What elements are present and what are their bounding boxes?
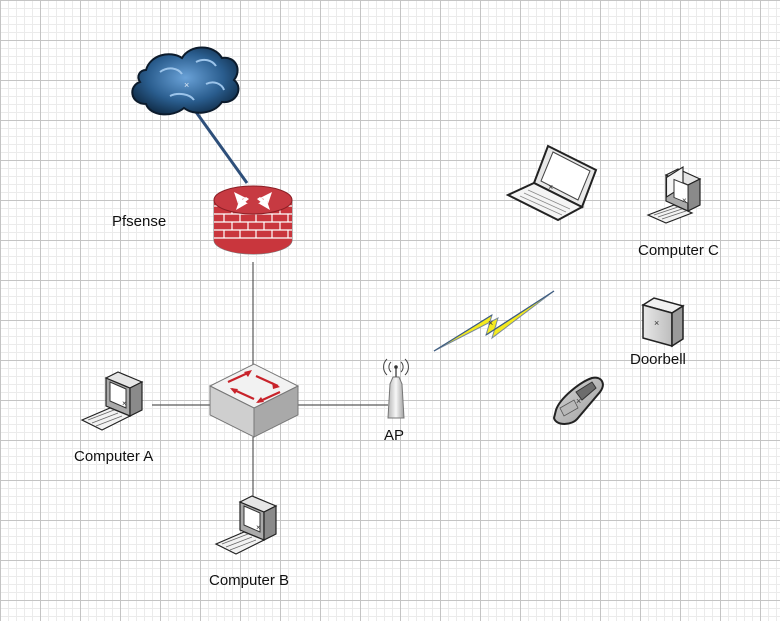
laptop-icon: × bbox=[505, 144, 598, 222]
svg-text:×: × bbox=[682, 196, 687, 205]
svg-text:×: × bbox=[576, 396, 581, 406]
access-point-icon bbox=[383, 358, 409, 419]
doorbell-device-icon: × bbox=[641, 297, 685, 348]
firewall-router-icon bbox=[213, 185, 293, 255]
desktop-computer-icon: × bbox=[214, 495, 278, 555]
svg-text:×: × bbox=[122, 399, 127, 408]
uplink-cloud-to-pfsense bbox=[194, 111, 249, 184]
computer-b-label: Computer B bbox=[209, 572, 290, 589]
svg-text:×: × bbox=[488, 318, 493, 328]
desktop-computer-icon: × bbox=[80, 371, 144, 431]
computer-a-label: Computer A bbox=[74, 448, 154, 465]
svg-text:×: × bbox=[256, 523, 261, 532]
wireless-link-icon: × bbox=[433, 290, 555, 352]
doorbell-label: Doorbell bbox=[630, 351, 686, 368]
pfsense-label: Pfsense bbox=[112, 213, 167, 230]
network-switch-icon bbox=[208, 363, 300, 438]
ap-label: AP bbox=[384, 427, 405, 444]
desktop-computer-icon: × bbox=[646, 165, 702, 224]
svg-text:×: × bbox=[654, 318, 659, 328]
internet-cloud-icon: × bbox=[131, 46, 240, 116]
svg-text:×: × bbox=[184, 80, 189, 90]
computer-c-label: Computer C bbox=[638, 242, 719, 259]
mobile-phone-icon: × bbox=[552, 376, 604, 425]
svg-text:×: × bbox=[548, 182, 553, 192]
